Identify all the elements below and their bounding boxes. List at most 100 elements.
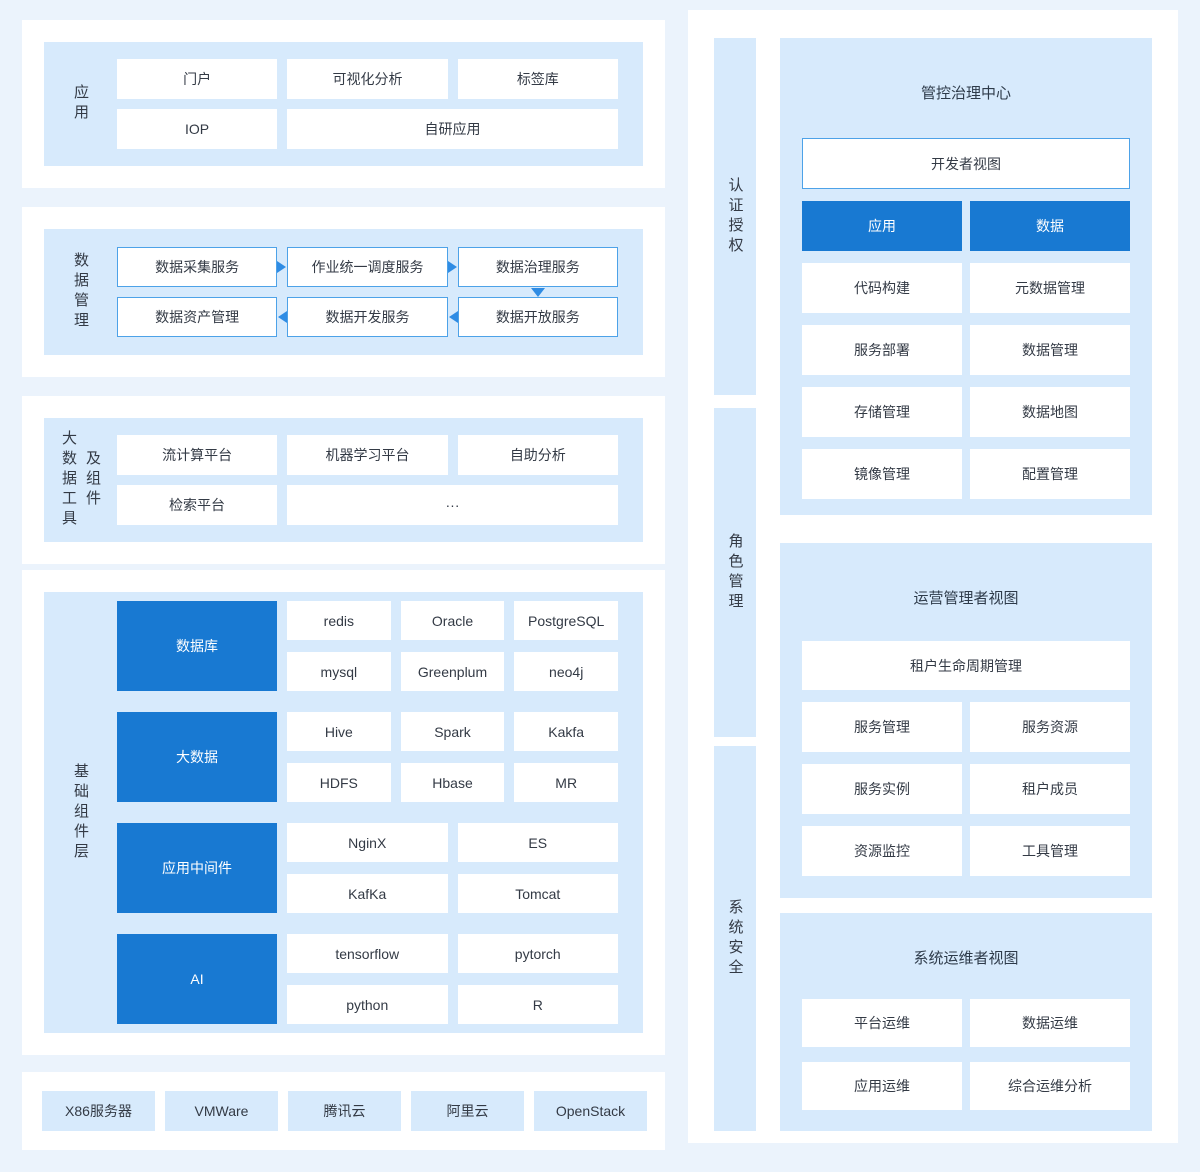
bigdata-tools-row-2: 检索平台 ···	[117, 485, 618, 525]
data-management-section-label: 数据管理	[72, 252, 89, 332]
item-oracle: Oracle	[400, 601, 505, 640]
operation-row-3: 资源监控 工具管理	[802, 826, 1130, 876]
application-section-label: 应用	[72, 84, 89, 124]
item-hbase: Hbase	[400, 763, 505, 802]
category-database: 数据库	[117, 601, 277, 691]
mt-box-data-ops: 数据运维	[970, 999, 1130, 1047]
group-middleware: 应用中间件 NginX ES KafKa Tomcat	[117, 823, 618, 913]
dm-box-open-service: 数据开放服务	[457, 297, 618, 337]
category-ai: AI	[117, 934, 277, 1024]
arrow-left-icon	[449, 311, 458, 323]
item-neo4j: neo4j	[514, 652, 619, 691]
group-database: 数据库 redis Oracle PostgreSQL mysql Greenp…	[117, 601, 619, 691]
app-box-tag-library: 标签库	[457, 59, 618, 99]
bar-authentication-authorization: 认证授权	[714, 38, 756, 395]
governance-row-2: 服务部署 数据管理	[802, 325, 1130, 375]
bar-role-management-label: 角色管理	[726, 532, 744, 613]
app-box-self-developed: 自研应用	[287, 109, 618, 149]
application-row-1: 门户 可视化分析 标签库	[117, 59, 618, 99]
mt-box-comprehensive-ops-analysis: 综合运维分析	[970, 1062, 1130, 1110]
bigdata-tools-label-col1: 大数据工具	[60, 430, 77, 530]
management-section: 认证授权 角色管理 系统安全 管控治理中心 开发者视图 应用 数据 代码构建 元…	[688, 10, 1178, 1143]
arrow-left-icon	[278, 311, 287, 323]
operation-manager-title: 运营管理者视图	[913, 590, 1019, 607]
bigdata-tools-row-1: 流计算平台 机器学习平台 自助分析	[117, 435, 618, 475]
maintenance-row-1: 平台运维 数据运维	[802, 999, 1130, 1047]
bigdata-tools-panel: 大数据工具 及组件 流计算平台 机器学习平台 自助分析 检索平台 ···	[44, 418, 643, 542]
infra-box-openstack: OpenStack	[534, 1091, 647, 1131]
category-bigdata: 大数据	[117, 712, 277, 802]
item-nginx: NginX	[287, 823, 448, 862]
tab-application: 应用	[802, 201, 962, 251]
item-greenplum: Greenplum	[400, 652, 505, 691]
item-python: python	[287, 985, 448, 1024]
gov-box-data-management: 数据管理	[970, 325, 1130, 375]
application-section: 应用 门户 可视化分析 标签库 IOP 自研应用	[22, 20, 665, 188]
gov-box-service-deployment: 服务部署	[802, 325, 962, 375]
gov-box-code-build: 代码构建	[802, 263, 962, 313]
application-panel: 应用 门户 可视化分析 标签库 IOP 自研应用	[44, 42, 643, 166]
data-management-grid: 数据采集服务 作业统一调度服务 数据治理服务 数据资产管理 数据开发服务 数据开…	[117, 229, 618, 355]
application-row-2: IOP 自研应用	[117, 109, 618, 149]
app-box-portal: 门户	[117, 59, 278, 99]
data-management-row-2: 数据资产管理 数据开发服务 数据开放服务	[117, 297, 618, 337]
data-management-label-wrap: 数据管理	[44, 229, 117, 355]
governance-row-3: 存储管理 数据地图	[802, 387, 1130, 437]
gov-box-config-management: 配置管理	[970, 449, 1130, 499]
maintenance-row-2: 应用运维 综合运维分析	[802, 1062, 1130, 1110]
governance-center-title: 管控治理中心	[920, 85, 1011, 102]
op-box-service-resources: 服务资源	[970, 702, 1130, 752]
bigdata-tools-grid: 流计算平台 机器学习平台 自助分析 检索平台 ···	[117, 418, 618, 542]
tools-box-more-ellipsis: ···	[287, 485, 618, 525]
infra-box-vmware: VMWare	[165, 1091, 278, 1131]
item-tensorflow: tensorflow	[287, 934, 448, 973]
gov-box-metadata-management: 元数据管理	[970, 263, 1130, 313]
infra-box-x86-server: X86服务器	[42, 1091, 155, 1131]
tools-box-self-service-analysis: 自助分析	[457, 435, 618, 475]
dm-box-asset-management: 数据资产管理	[117, 297, 278, 337]
dm-box-collection-service: 数据采集服务	[117, 247, 278, 287]
dm-box-governance-service: 数据治理服务	[457, 247, 618, 287]
category-middleware: 应用中间件	[117, 823, 277, 913]
application-label-wrap: 应用	[44, 42, 117, 166]
base-components-grid: 数据库 redis Oracle PostgreSQL mysql Greenp…	[117, 592, 619, 1033]
bigdata-tools-section: 大数据工具 及组件 流计算平台 机器学习平台 自助分析 检索平台 ···	[22, 396, 665, 564]
data-management-panel: 数据管理 数据采集服务 作业统一调度服务 数据治理服务 数据资产管理 数据开发服…	[44, 229, 643, 355]
item-r: R	[457, 985, 618, 1024]
dm-box-development-service: 数据开发服务	[287, 297, 448, 337]
app-box-visual-analysis: 可视化分析	[287, 59, 448, 99]
mt-box-platform-ops: 平台运维	[802, 999, 962, 1047]
tools-box-search-platform: 检索平台	[117, 485, 277, 525]
app-box-iop: IOP	[117, 109, 277, 149]
application-grid: 门户 可视化分析 标签库 IOP 自研应用	[117, 42, 618, 166]
governance-tabs-row: 应用 数据	[802, 201, 1130, 251]
tab-data: 数据	[970, 201, 1130, 251]
item-tomcat: Tomcat	[457, 874, 618, 913]
bigdata-tools-label-wrap: 大数据工具 及组件	[44, 418, 117, 542]
system-maintainer-title: 系统运维者视图	[913, 950, 1019, 967]
base-components-section: 基础组件层 数据库 redis Oracle PostgreSQL mysql …	[22, 570, 665, 1055]
op-box-service-management: 服务管理	[802, 702, 962, 752]
data-management-row-1: 数据采集服务 作业统一调度服务 数据治理服务	[117, 247, 618, 287]
item-postgresql: PostgreSQL	[514, 601, 619, 640]
group-ai: AI tensorflow pytorch python R	[117, 934, 618, 1024]
gov-box-data-map: 数据地图	[970, 387, 1130, 437]
bar-role-management: 角色管理	[714, 408, 756, 737]
dm-box-job-scheduling-service: 作业统一调度服务	[287, 247, 448, 287]
gov-box-image-management: 镜像管理	[802, 449, 962, 499]
developer-view-box: 开发者视图	[802, 138, 1130, 189]
infra-box-ali-cloud: 阿里云	[411, 1091, 524, 1131]
op-box-tool-management: 工具管理	[970, 826, 1130, 876]
item-es: ES	[457, 823, 618, 862]
base-components-section-label: 基础组件层	[72, 762, 89, 863]
item-kakfa: Kakfa	[514, 712, 619, 751]
infra-box-tencent-cloud: 腾讯云	[288, 1091, 401, 1131]
item-hdfs: HDFS	[287, 763, 391, 802]
mt-box-application-ops: 应用运维	[802, 1062, 962, 1110]
gov-box-storage-management: 存储管理	[802, 387, 962, 437]
data-management-section: 数据管理 数据采集服务 作业统一调度服务 数据治理服务 数据资产管理 数据开发服…	[22, 207, 665, 377]
bar-system-security-label: 系统安全	[726, 898, 744, 979]
governance-row-1: 代码构建 元数据管理	[802, 263, 1130, 313]
group-bigdata: 大数据 Hive Spark Kakfa HDFS Hbase MR	[117, 712, 619, 802]
